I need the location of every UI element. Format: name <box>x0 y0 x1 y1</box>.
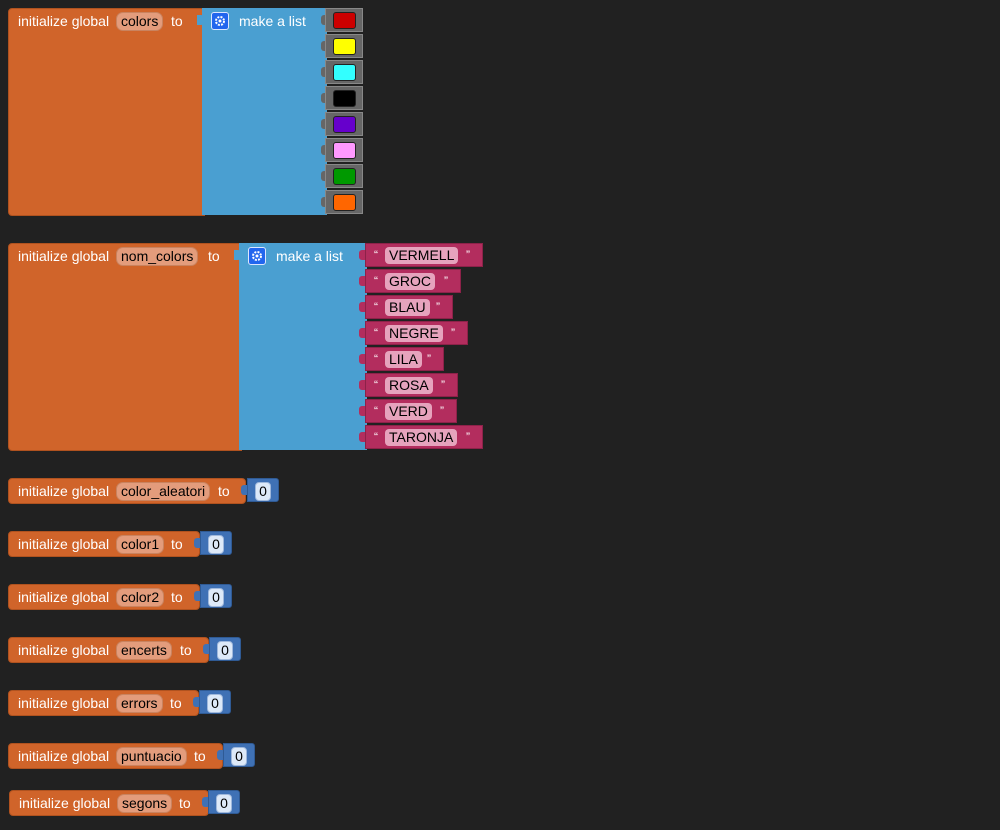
to-label: to <box>170 695 182 711</box>
number-field[interactable]: 0 <box>208 588 224 607</box>
open-quote: “ <box>374 404 378 418</box>
open-quote: “ <box>374 274 378 288</box>
color-swatch[interactable] <box>333 38 356 55</box>
open-quote: “ <box>374 248 378 262</box>
init-global-label: initialize global <box>18 483 110 499</box>
init-global-block-body[interactable] <box>8 243 242 451</box>
color-swatch[interactable] <box>333 142 356 159</box>
number-field[interactable]: 0 <box>217 641 233 660</box>
close-quote: ” <box>427 352 431 366</box>
number-field[interactable]: 0 <box>207 694 223 713</box>
variable-name-field[interactable]: segons <box>117 794 173 813</box>
init-global-label: initialize global <box>18 748 110 764</box>
open-quote: “ <box>374 326 378 340</box>
color-swatch[interactable] <box>333 116 356 133</box>
close-quote: ” <box>441 378 445 392</box>
close-quote: ” <box>436 300 440 314</box>
variable-name-field[interactable]: nom_colors <box>116 247 199 266</box>
open-quote: “ <box>374 300 378 314</box>
make-a-list-block[interactable] <box>202 8 327 215</box>
init-global-block-body[interactable] <box>8 584 200 610</box>
close-quote: ” <box>466 248 470 262</box>
to-label: to <box>171 13 183 29</box>
to-label: to <box>171 589 183 605</box>
init-global-block-body[interactable] <box>8 743 223 769</box>
open-quote: “ <box>374 430 378 444</box>
text-field[interactable]: LILA <box>385 351 422 368</box>
init-global-label: initialize global <box>18 589 110 605</box>
close-quote: ” <box>466 430 470 444</box>
color-swatch[interactable] <box>333 12 356 29</box>
to-label: to <box>208 248 220 264</box>
variable-name-field[interactable]: puntuacio <box>116 747 187 766</box>
init-global-label: initialize global <box>18 695 110 711</box>
number-field[interactable]: 0 <box>216 794 232 813</box>
variable-name-field[interactable]: color1 <box>116 535 165 554</box>
number-field[interactable]: 0 <box>255 482 271 501</box>
color-swatch[interactable] <box>333 194 356 211</box>
to-label: to <box>179 795 191 811</box>
text-field[interactable]: VERMELL <box>385 247 459 264</box>
close-quote: ” <box>444 274 448 288</box>
close-quote: ” <box>440 404 444 418</box>
text-field[interactable]: NEGRE <box>385 325 443 342</box>
to-label: to <box>180 642 192 658</box>
number-field[interactable]: 0 <box>231 747 247 766</box>
text-field[interactable]: ROSA <box>385 377 433 394</box>
color-swatch[interactable] <box>333 90 356 107</box>
to-label: to <box>218 483 230 499</box>
color-swatch[interactable] <box>333 168 356 185</box>
init-global-label: initialize global <box>18 13 110 29</box>
close-quote: ” <box>451 326 455 340</box>
make-a-list-label: make a list <box>239 13 306 29</box>
to-label: to <box>171 536 183 552</box>
init-global-block-body[interactable] <box>8 637 209 663</box>
text-field[interactable]: BLAU <box>385 299 430 316</box>
variable-name-field[interactable]: errors <box>116 694 163 713</box>
text-field[interactable]: TARONJA <box>385 429 458 446</box>
open-quote: “ <box>374 378 378 392</box>
mutator-gear-icon[interactable] <box>248 247 266 265</box>
init-global-block-body[interactable] <box>9 790 209 816</box>
init-global-label: initialize global <box>18 248 110 264</box>
variable-name-field[interactable]: color_aleatori <box>116 482 211 501</box>
text-field[interactable]: GROC <box>385 273 435 290</box>
init-global-label: initialize global <box>18 642 110 658</box>
text-field[interactable]: VERD <box>385 403 432 420</box>
variable-name-field[interactable]: colors <box>116 12 164 31</box>
make-a-list-block[interactable] <box>239 243 367 450</box>
init-global-label: initialize global <box>18 536 110 552</box>
color-swatch[interactable] <box>333 64 356 81</box>
number-field[interactable]: 0 <box>208 535 224 554</box>
init-global-label: initialize global <box>19 795 111 811</box>
variable-name-field[interactable]: color2 <box>116 588 165 607</box>
init-global-block-body[interactable] <box>8 531 200 557</box>
init-global-block-body[interactable] <box>8 690 199 716</box>
to-label: to <box>194 748 206 764</box>
mutator-gear-icon[interactable] <box>211 12 229 30</box>
make-a-list-label: make a list <box>276 248 343 264</box>
init-global-block-body[interactable] <box>8 8 205 216</box>
open-quote: “ <box>374 352 378 366</box>
variable-name-field[interactable]: encerts <box>116 641 172 660</box>
